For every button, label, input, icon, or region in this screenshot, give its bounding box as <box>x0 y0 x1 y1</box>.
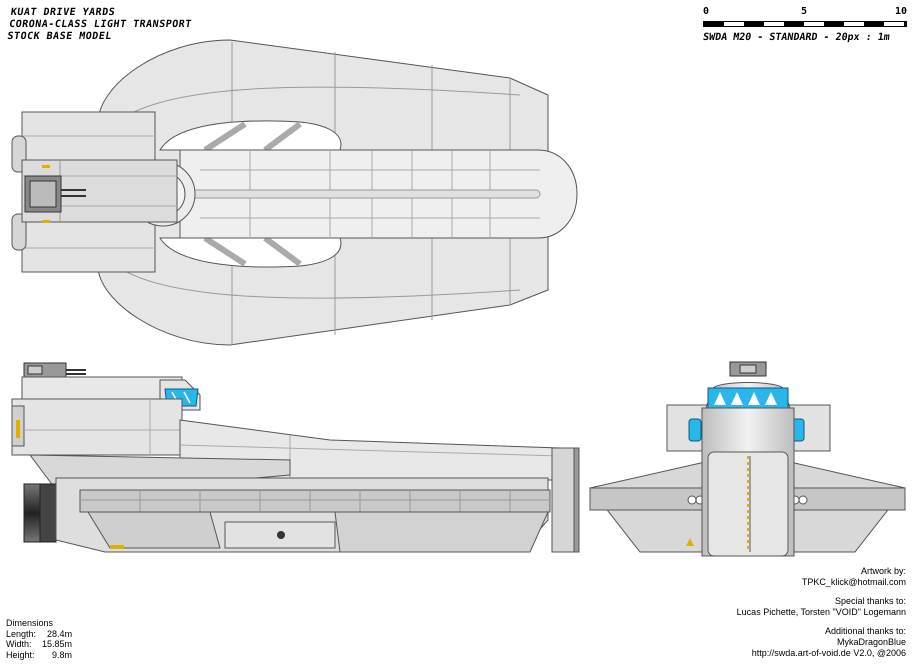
top-view-opening-struts <box>203 121 302 267</box>
dimension-label: Length: <box>6 628 37 639</box>
dimension-row-height: Height: 9.8m <box>6 650 78 661</box>
dimension-label: Width: <box>6 639 32 649</box>
dimension-row-length: Length: 28.4m <box>6 629 78 640</box>
side-view-hatch-marker <box>277 531 285 539</box>
dimension-label: Height: <box>6 649 35 660</box>
artwork-label: Artwork by: <box>860 566 906 576</box>
front-view <box>589 361 906 557</box>
scale-ruler <box>703 21 907 27</box>
dimension-value: 15.85m <box>42 639 73 649</box>
special-thanks-names: Lucas Pichette, Torsten "VOID" Logemann <box>736 607 906 617</box>
top-view <box>11 39 578 346</box>
scale-tick-10: 10 <box>895 6 908 17</box>
special-thanks-label: Special thanks to: <box>834 596 906 606</box>
dimension-value: 28.4m <box>47 628 73 639</box>
artwork-author: TPKC_klick@hotmail.com <box>801 577 906 587</box>
scale-tick-0: 0 <box>703 6 710 17</box>
side-view-cabin <box>11 398 183 456</box>
footer-url: http://swda.art-of-void.de V2.0, @2006 <box>751 648 906 658</box>
scale-bar: 0 5 10 SWDA M20 - STANDARD - 20px : 1m <box>702 6 908 46</box>
dimensions-block: Dimensions Length: 28.4m Width: 15.85m H… <box>6 618 78 660</box>
credits-block: Artwork by: TPKC_klick@hotmail.com Speci… <box>737 566 906 659</box>
dimensions-title: Dimensions <box>6 618 54 628</box>
scale-tick-5: 5 <box>801 6 808 17</box>
side-view <box>11 362 580 553</box>
dimension-row-width: Width: 15.85m <box>6 639 78 650</box>
additional-thanks-label: Additional thanks to: <box>824 626 906 636</box>
additional-thanks-names: MykaDragonBlue <box>836 637 906 647</box>
side-view-upper-hull <box>21 376 183 400</box>
dimension-value: 9.8m <box>52 649 73 660</box>
top-view-engine-lower <box>11 213 27 251</box>
dimensions-table: Length: 28.4m Width: 15.85m Height: 9.8m <box>6 629 78 661</box>
